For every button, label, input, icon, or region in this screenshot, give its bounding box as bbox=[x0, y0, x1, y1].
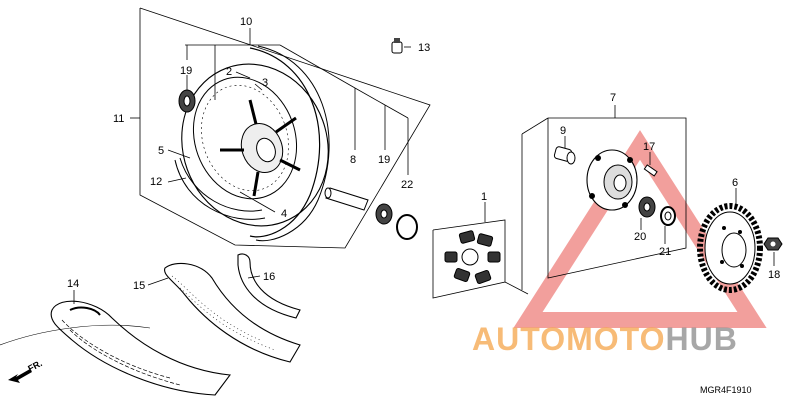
direction-label: FR. bbox=[26, 358, 43, 374]
label-15: 15 bbox=[133, 280, 145, 292]
damper-rubbers bbox=[444, 230, 501, 285]
label-13: 13 bbox=[418, 42, 430, 54]
label-1: 1 bbox=[481, 191, 487, 203]
watermark-triangle bbox=[513, 130, 767, 328]
front-direction-arrow-icon bbox=[8, 369, 32, 383]
label-22: 22 bbox=[401, 179, 413, 191]
svg-text:AUTOMOTOHUB: AUTOMOTOHUB bbox=[472, 321, 738, 357]
tube-15 bbox=[164, 262, 301, 363]
label-4: 4 bbox=[281, 208, 287, 220]
wheel-leaders bbox=[130, 28, 411, 213]
wheel-assembly-box bbox=[139, 7, 431, 249]
driven-flange bbox=[586, 149, 638, 211]
seal-21 bbox=[660, 206, 676, 226]
label-21: 21 bbox=[659, 246, 671, 258]
flap-16 bbox=[237, 253, 301, 319]
watermark-moto: MOTO bbox=[566, 321, 665, 357]
label-16: 16 bbox=[263, 271, 275, 283]
tire-leaders bbox=[73, 275, 261, 304]
label-3: 3 bbox=[262, 77, 268, 89]
label-7: 7 bbox=[610, 92, 616, 104]
label-17: 17 bbox=[643, 141, 655, 153]
diagram-code: MGR4F1910 bbox=[700, 385, 752, 395]
flange-box bbox=[547, 117, 687, 279]
bearing-19-right bbox=[375, 203, 393, 225]
label-5: 5 bbox=[158, 145, 164, 157]
label-2: 2 bbox=[226, 66, 232, 78]
sprocket-6 bbox=[697, 203, 763, 293]
label-10: 10 bbox=[240, 16, 252, 28]
tire-14 bbox=[50, 300, 232, 396]
label-9: 9 bbox=[560, 125, 566, 137]
nut-18 bbox=[763, 237, 783, 251]
watermark-auto: AUTO bbox=[472, 321, 566, 357]
rear-wheel bbox=[174, 45, 330, 242]
pin-17 bbox=[643, 164, 658, 177]
bearing-19-left bbox=[178, 89, 196, 113]
label-8: 8 bbox=[350, 154, 356, 166]
label-18: 18 bbox=[768, 269, 780, 281]
watermark-logo: AUTOMOTOHUB bbox=[472, 321, 738, 357]
oring-22 bbox=[396, 214, 418, 240]
valve-13 bbox=[391, 38, 403, 54]
label-6: 6 bbox=[732, 177, 738, 189]
label-19-left: 19 bbox=[180, 65, 192, 77]
label-11: 11 bbox=[113, 113, 124, 125]
collar-9 bbox=[553, 146, 576, 165]
bearing-20 bbox=[638, 196, 656, 218]
label-19-right: 19 bbox=[378, 154, 390, 166]
collar-8 bbox=[324, 187, 369, 211]
label-12: 12 bbox=[150, 176, 162, 188]
part-labels: 10 19 2 3 11 5 12 4 8 19 22 13 1 7 9 17 … bbox=[67, 16, 780, 292]
watermark-hub: HUB bbox=[665, 321, 737, 357]
label-20: 20 bbox=[634, 231, 646, 243]
label-14: 14 bbox=[67, 278, 79, 290]
